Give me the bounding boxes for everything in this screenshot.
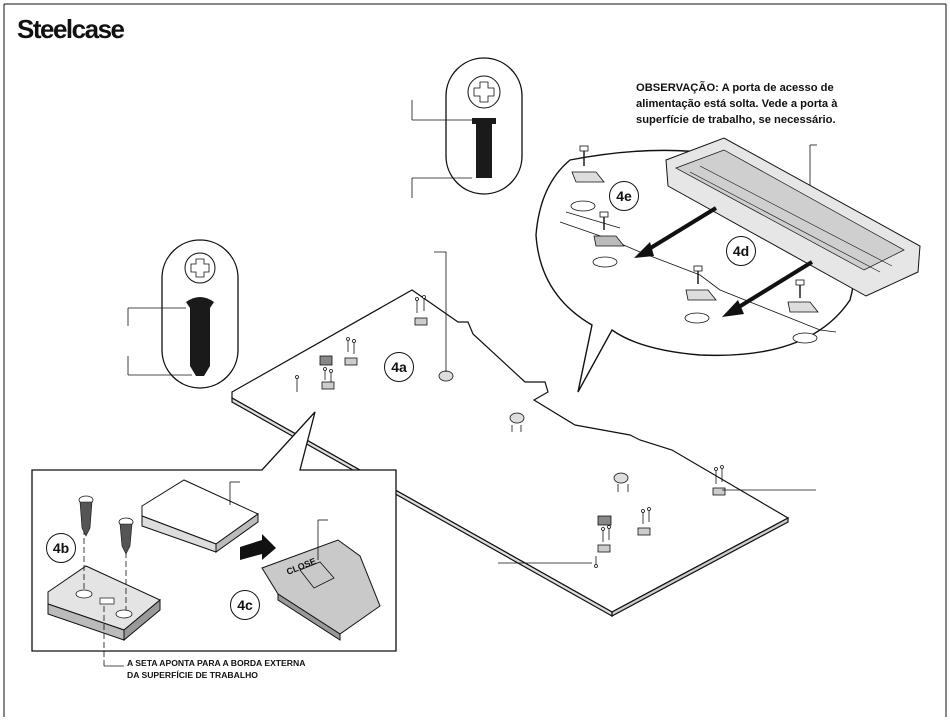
step-4c-callout: 4c xyxy=(230,590,260,620)
step-4e-callout: 4e xyxy=(609,181,639,211)
step-4b-callout: 4b xyxy=(46,533,76,563)
screw-callout-left xyxy=(128,240,238,388)
screw-callout-top xyxy=(412,58,522,198)
step-4d-callout: 4d xyxy=(726,236,756,266)
observation-note: OBSERVAÇÃO: A porta de acesso de aliment… xyxy=(636,80,876,128)
observation-note-line-2: alimentação está solta. Vede a porta à xyxy=(636,96,876,112)
arrow-direction-note: A SETA APONTA PARA A BORDA EXTERNA DA SU… xyxy=(127,657,305,681)
arrow-note-line-2: DA SUPERFÍCIE DE TRABALHO xyxy=(127,669,305,681)
arrow-note-line-1: A SETA APONTA PARA A BORDA EXTERNA xyxy=(127,657,305,669)
step-4a-callout: 4a xyxy=(384,352,414,382)
power-access-bubble xyxy=(536,138,920,392)
observation-note-line-1: OBSERVAÇÃO: A porta de acesso de xyxy=(636,80,876,96)
observation-note-line-3: superfície de trabalho, se necessário. xyxy=(636,112,876,128)
